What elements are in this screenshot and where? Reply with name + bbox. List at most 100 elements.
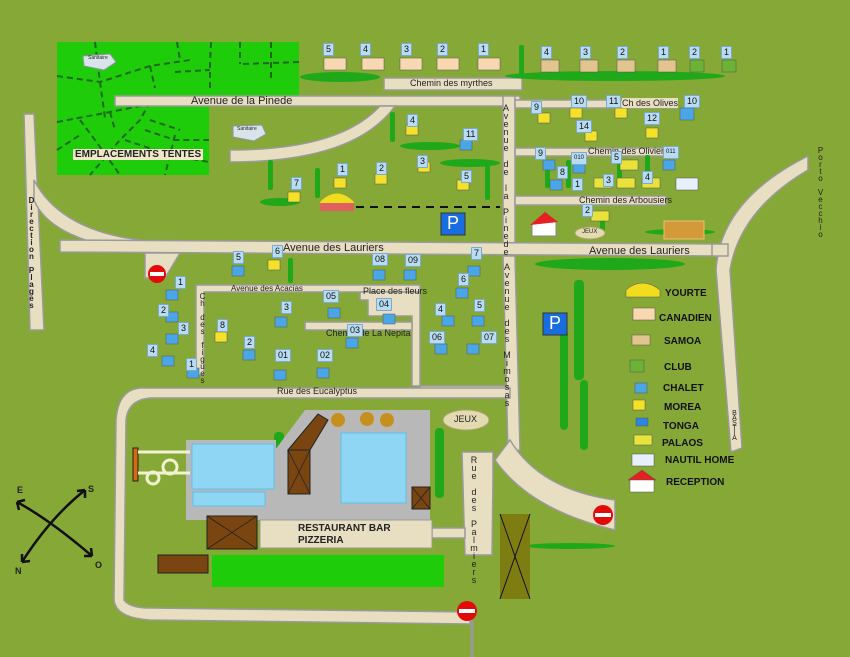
legend-canadien: CANADIEN xyxy=(659,313,712,324)
road-label-avenue-pinede-vertical: Avenue de la Pinede xyxy=(501,103,511,255)
unit-tag[interactable]: 2 xyxy=(244,336,256,349)
unit-tag[interactable]: 09 xyxy=(405,254,422,267)
unit-tag[interactable]: 03 xyxy=(347,324,364,337)
legend-samoa: SAMOA xyxy=(664,336,702,347)
tennis-court xyxy=(663,220,705,240)
unit-tag[interactable]: 4 xyxy=(435,303,447,316)
unit-tag[interactable]: 08 xyxy=(372,253,389,266)
road-label-avenue-mimosas: Avenue des Mimosas xyxy=(502,262,512,406)
road-label-chemin-arbousiers: Chemin des Arbousiers xyxy=(579,195,673,205)
unit-tag[interactable]: 9 xyxy=(531,101,543,114)
unit-tag[interactable]: 14 xyxy=(576,120,593,133)
wood-cross-lines xyxy=(206,449,431,550)
road-label-porto-vecchio: Porto Vecchio xyxy=(816,146,825,237)
legend-nautil-home: NAUTIL HOME xyxy=(665,455,735,466)
unit-tag[interactable]: 06 xyxy=(429,331,446,344)
unit-tag[interactable]: 1 xyxy=(572,178,584,191)
unit-tag[interactable]: 2 xyxy=(437,43,449,56)
unit-tag[interactable]: 5 xyxy=(233,251,245,264)
unit-tag[interactable]: 1 xyxy=(175,276,187,289)
unit-tag[interactable]: 2 xyxy=(582,204,594,217)
road-label-chemin-nepita: Chemin de La Nepita xyxy=(326,328,411,338)
unit-tag[interactable]: 3 xyxy=(401,43,413,56)
parasol-3 xyxy=(380,413,394,427)
road-label-direction-plages: Direction Plages xyxy=(27,196,36,308)
compass-north: N xyxy=(15,566,22,576)
road-label-avenue-pinede: Avenue de la Pinede xyxy=(191,95,293,107)
unit-tag[interactable]: 1 xyxy=(186,358,198,371)
unit-tag[interactable]: 4 xyxy=(642,171,654,184)
unit-tag[interactable]: 2 xyxy=(158,304,170,317)
road-label-bastia: BASTIA xyxy=(731,410,738,440)
unit-tag[interactable]: 04 xyxy=(376,298,393,311)
unit-tag[interactable]: 07 xyxy=(481,331,498,344)
unit-tag[interactable]: 11 xyxy=(463,128,479,141)
legend-yourte: YOURTE xyxy=(665,288,707,299)
label-jeux-2: JEUX xyxy=(582,229,598,235)
unit-tag[interactable]: 1 xyxy=(337,163,349,176)
unit-tag[interactable]: 2 xyxy=(376,162,388,175)
unit-tag[interactable]: 4 xyxy=(541,46,553,59)
unit-tag[interactable]: 5 xyxy=(461,170,473,183)
pool-small xyxy=(192,491,266,507)
unit-tag[interactable]: 5 xyxy=(323,43,335,56)
unit-tag[interactable]: 5 xyxy=(474,299,486,312)
tent-pitch-lines xyxy=(56,41,300,176)
compass-west: O xyxy=(95,560,103,570)
unit-tag[interactable]: 3 xyxy=(281,301,293,314)
unit-tag[interactable]: 8 xyxy=(557,166,569,179)
unit-tag[interactable]: 010 xyxy=(571,152,588,165)
unit-tag[interactable]: 3 xyxy=(580,46,592,59)
no-entry-signs xyxy=(148,265,613,657)
unit-tag[interactable]: 01 xyxy=(275,349,292,362)
unit-tag[interactable]: 1 xyxy=(478,43,490,56)
restaurant-building xyxy=(259,519,433,549)
road-label-avenue-acacias: Avenue des Acacias xyxy=(231,284,303,293)
unit-tag[interactable]: 9 xyxy=(535,147,547,160)
unit-tag[interactable]: 02 xyxy=(317,349,334,362)
unit-tag[interactable]: 3 xyxy=(417,155,429,168)
unit-tag[interactable]: 8 xyxy=(217,319,229,332)
label-sanitaire-1: Sanitaire xyxy=(88,55,108,61)
unit-tag[interactable]: 1 xyxy=(721,46,733,59)
label-restaurant-line1: RESTAURANT BAR xyxy=(298,523,391,534)
label-jeux-1: JEUX xyxy=(454,414,478,424)
unit-tag[interactable]: 10 xyxy=(571,95,588,108)
unit-tag[interactable]: 11 xyxy=(606,95,622,108)
unit-tag[interactable]: 1 xyxy=(658,46,670,59)
road-label-rue-eucalyptus: Rue des Eucalyptus xyxy=(277,386,358,396)
unit-houses xyxy=(161,57,737,493)
unit-tag[interactable]: 4 xyxy=(360,43,372,56)
legend-tonga: TONGA xyxy=(663,421,699,432)
road-label-chemin-myrthes: Chemin des myrthes xyxy=(410,78,493,88)
road-label-avenue-lauriers-west: Avenue des Lauriers xyxy=(283,242,384,254)
unit-tag[interactable]: 10 xyxy=(684,95,701,108)
unit-tag[interactable]: 4 xyxy=(147,344,159,357)
road-label-rue-palmiers: Rue des Palmiers xyxy=(469,455,479,583)
unit-tag[interactable]: 011 xyxy=(663,146,679,159)
pool-large xyxy=(340,432,407,504)
compass-south: S xyxy=(88,484,95,494)
unit-tag[interactable]: 6 xyxy=(272,245,284,258)
label-tent-area: EMPLACEMENTS TENTES xyxy=(73,149,204,160)
unit-tag[interactable]: 3 xyxy=(603,174,615,187)
unit-tag[interactable]: 6 xyxy=(458,273,470,286)
parking-icon-1: P xyxy=(447,213,460,233)
tent-area-south xyxy=(57,100,209,175)
unit-tag[interactable]: 2 xyxy=(689,46,701,59)
unit-tag[interactable]: 7 xyxy=(471,247,483,260)
legend-morea: MOREA xyxy=(664,402,702,413)
unit-tag[interactable]: 12 xyxy=(644,112,661,125)
unit-tag[interactable]: 7 xyxy=(291,177,303,190)
unit-tag[interactable]: 3 xyxy=(178,322,190,335)
unit-tag[interactable]: 05 xyxy=(323,290,340,303)
parking-2 xyxy=(542,312,568,336)
label-sanitaire-2: Sanitaire xyxy=(237,126,257,132)
unit-tag[interactable]: 5 xyxy=(611,151,623,164)
legend-reception: RECEPTION xyxy=(666,477,725,488)
unit-tag[interactable]: 4 xyxy=(407,114,419,127)
parking-1 xyxy=(440,212,466,236)
unit-tag[interactable]: 2 xyxy=(617,46,629,59)
